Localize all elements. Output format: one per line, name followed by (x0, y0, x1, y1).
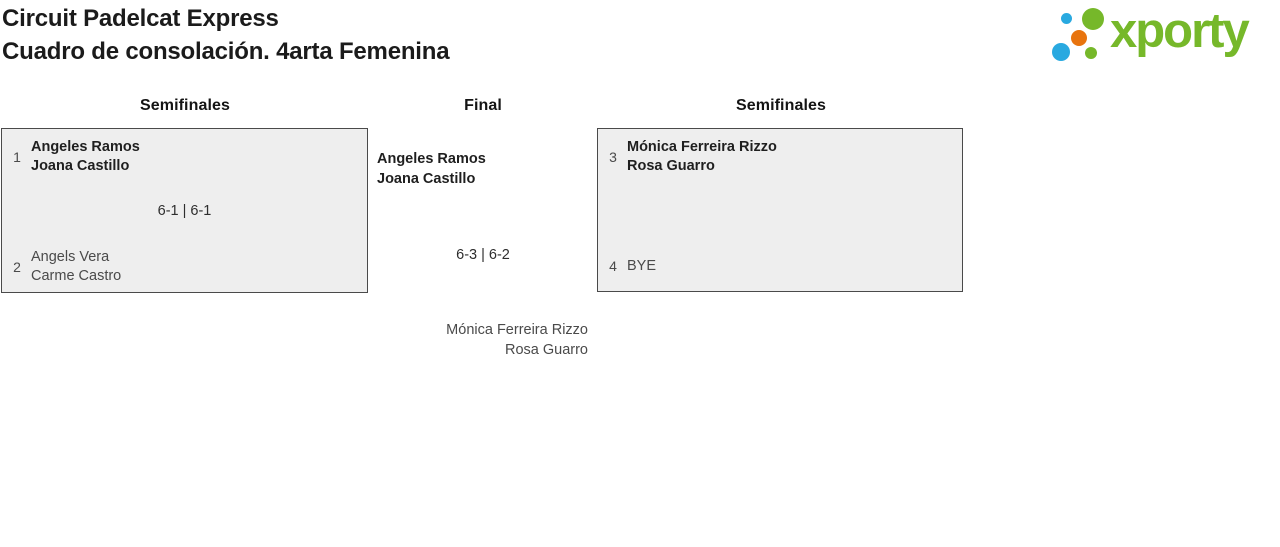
xporty-logo[interactable]: xporty (1045, 0, 1280, 72)
team-row: 1 Angeles Ramos Joana Castillo (10, 138, 359, 176)
player-name: Rosa Guarro (627, 158, 715, 174)
page-title: Circuit Padelcat Express Cuadro de conso… (2, 2, 450, 68)
round-title-final: Final (464, 97, 502, 114)
logo-dot-blue-large (1052, 43, 1070, 61)
logo-dot-orange (1071, 30, 1087, 46)
team-row: 3 Mónica Ferreira Rizzo Rosa Guarro (606, 138, 954, 176)
team-players: BYE (627, 257, 656, 276)
logo-dot-blue-small (1061, 13, 1072, 24)
player-name: BYE (627, 257, 657, 274)
player-name: Rosa Guarro (504, 341, 588, 358)
team-row: 2 Angels Vera Carme Castro (10, 248, 359, 286)
team-players: Mónica Ferreira Rizzo Rosa Guarro (627, 138, 777, 176)
logo-dot-green-small (1085, 47, 1097, 59)
draw-name: Cuadro de consolación. 4arta Femenina (2, 38, 450, 65)
player-name: Angeles Ramos (31, 139, 140, 155)
seed-number: 1 (13, 149, 21, 165)
team-players: Angeles Ramos Joana Castillo (31, 138, 140, 176)
team-row: 4 BYE (606, 247, 954, 285)
match-box-semifinal-2[interactable]: 3 Mónica Ferreira Rizzo Rosa Guarro 4 BY… (597, 128, 963, 292)
final-winner-team: Angeles Ramos Joana Castillo (377, 150, 589, 189)
player-name: Carme Castro (31, 268, 122, 284)
final-loser-team: Mónica Ferreira Rizzo Rosa Guarro (377, 321, 588, 360)
match-score: 6-1 | 6-1 (157, 202, 212, 219)
round-title-semifinals-right: Semifinales (735, 97, 827, 114)
seed-number: 3 (609, 149, 617, 165)
seed-number: 4 (609, 258, 617, 274)
tournament-name: Circuit Padelcat Express (2, 5, 279, 32)
player-name: Angeles Ramos (377, 151, 486, 167)
logo-dot-green-large (1082, 8, 1104, 30)
player-name: Mónica Ferreira Rizzo (446, 322, 588, 338)
logo-wordmark: xporty (1110, 4, 1250, 58)
team-players: Angels Vera Carme Castro (31, 248, 121, 286)
final-score: 6-3 | 6-2 (456, 247, 510, 263)
player-name: Joana Castillo (31, 158, 130, 174)
player-name: Angels Vera (31, 249, 110, 265)
player-name: Mónica Ferreira Rizzo (627, 139, 777, 155)
match-box-semifinal-1[interactable]: 1 Angeles Ramos Joana Castillo 6-1 | 6-1… (1, 128, 368, 293)
player-name: Joana Castillo (377, 170, 476, 187)
round-title-semifinals-left: Semifinales (139, 97, 231, 114)
seed-number: 2 (13, 259, 21, 275)
